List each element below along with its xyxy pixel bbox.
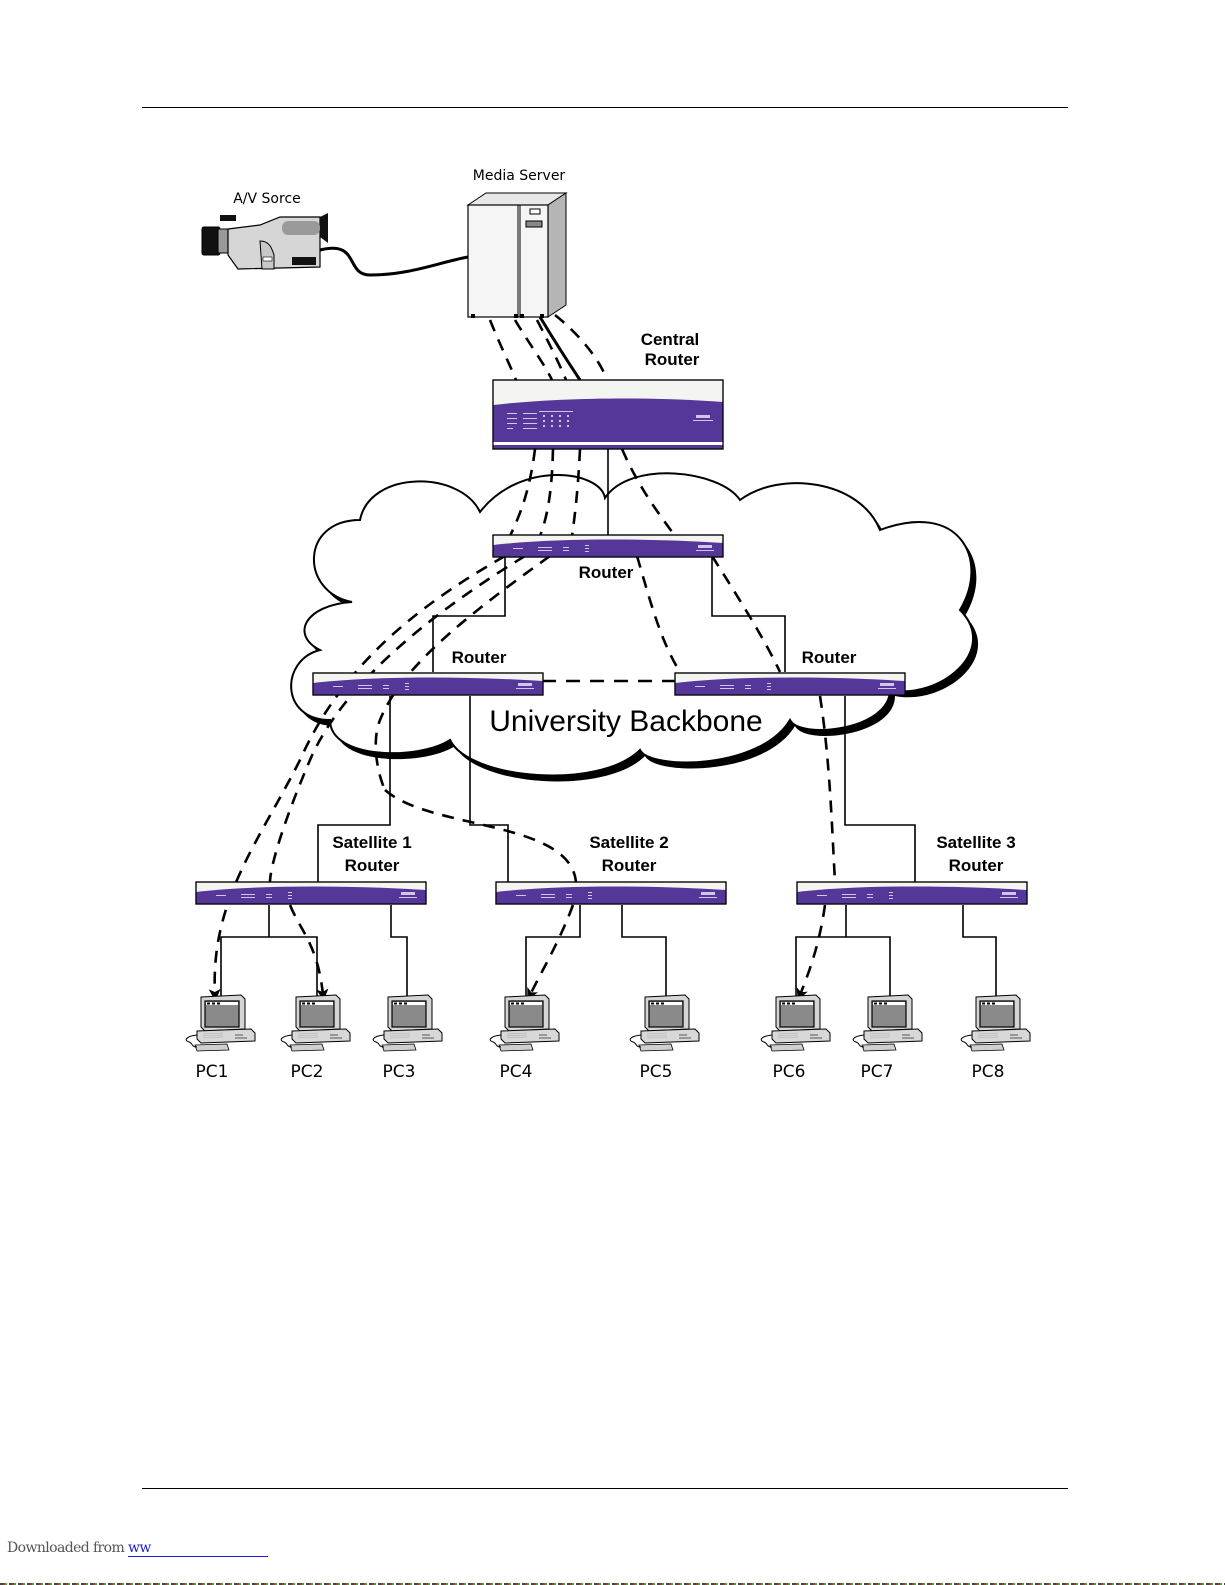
backbone-router-right-icon — [675, 673, 905, 695]
backbone-router-left-icon — [313, 673, 543, 695]
satellite-2-router-icon — [496, 882, 726, 904]
central-router-label-2: Router — [645, 350, 700, 369]
backbone-label: University Backbone — [489, 705, 762, 738]
link-sat3-pc6-pc7 — [796, 905, 890, 1002]
av-source-label: A/V Sorce — [233, 191, 301, 207]
pc4-label: PC4 — [500, 1062, 533, 1082]
pc2-computer-icon — [281, 995, 350, 1051]
satellite-2-label-1: Satellite 2 — [589, 833, 668, 852]
link-server-central — [540, 317, 580, 380]
link-sat1-pc1-pc2 — [221, 905, 317, 1002]
download-footer: Downloaded from ww — [7, 1540, 268, 1557]
pc6-label: PC6 — [773, 1062, 806, 1082]
av-source-camera-icon — [202, 213, 328, 269]
pc1-computer-icon — [186, 995, 255, 1051]
pc5-label: PC5 — [640, 1062, 673, 1082]
pc6-computer-icon — [761, 995, 830, 1051]
footer-link[interactable]: ww — [128, 1540, 268, 1557]
media-server-icon — [468, 193, 566, 318]
camera-cable — [320, 248, 468, 275]
satellite-3-label-2: Router — [949, 856, 1004, 875]
backbone-router-top-icon — [493, 535, 723, 557]
pc8-computer-icon — [961, 995, 1030, 1051]
satellite-1-label-1: Satellite 1 — [332, 833, 411, 852]
pc7-computer-icon — [853, 995, 922, 1051]
satellite-1-router-icon — [196, 882, 426, 904]
backbone-router-left-label: Router — [452, 648, 507, 667]
backbone-router-top-label: Router — [579, 563, 634, 582]
pc8-label: PC8 — [972, 1062, 1005, 1082]
pc3-computer-icon — [373, 995, 442, 1051]
backbone-router-right-label: Router — [802, 648, 857, 667]
link-sat1-pc3 — [391, 905, 407, 1002]
link-sat3-pc8 — [963, 905, 996, 1002]
satellite-3-label-1: Satellite 3 — [936, 833, 1015, 852]
pc4-computer-icon — [490, 995, 559, 1051]
satellite-3-router-icon — [797, 882, 1027, 904]
central-router-icon — [493, 380, 723, 449]
central-router-label-1: Central — [641, 330, 700, 349]
footer-text: Downloaded from — [7, 1540, 128, 1556]
satellite-1-label-2: Router — [345, 856, 400, 875]
link-sat2-pc5 — [622, 905, 666, 1002]
pc7-label: PC7 — [861, 1062, 894, 1082]
pc2-label: PC2 — [291, 1062, 324, 1082]
pc1-label: PC1 — [196, 1062, 229, 1082]
satellite-2-label-2: Router — [602, 856, 657, 875]
pc5-computer-icon — [630, 995, 699, 1051]
media-server-label: Media Server — [473, 168, 566, 184]
pc3-label: PC3 — [383, 1062, 416, 1082]
